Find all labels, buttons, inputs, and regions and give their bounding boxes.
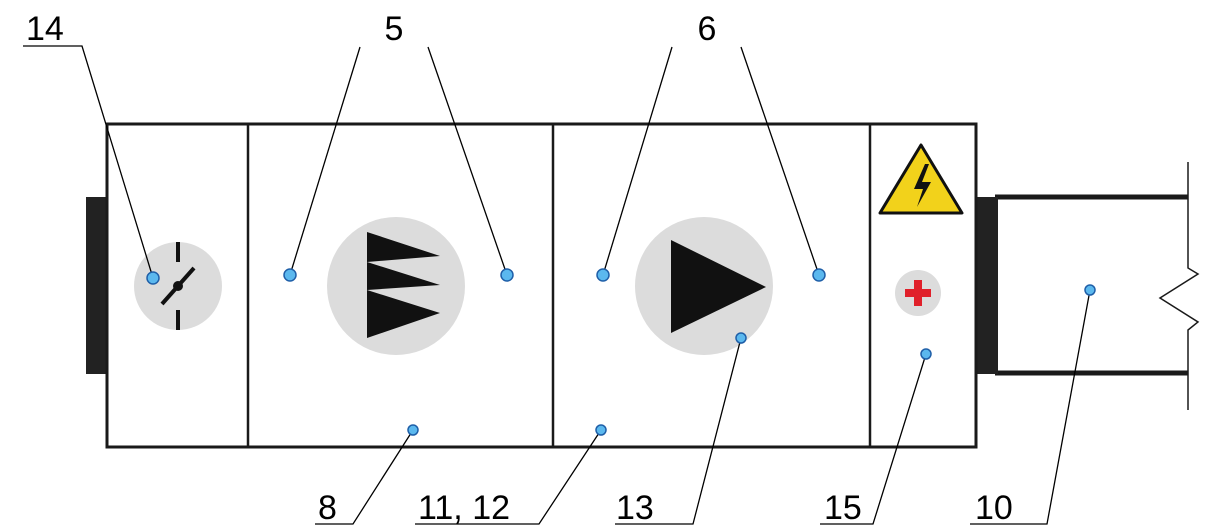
marker-fan-symbol bbox=[735, 332, 747, 344]
point-markers bbox=[146, 268, 1096, 436]
label-damper: 14 bbox=[26, 10, 64, 48]
electrical-warning-icon bbox=[878, 143, 964, 215]
damper-icon bbox=[134, 242, 222, 330]
outlet-duct bbox=[976, 162, 1200, 410]
marker-fan-left bbox=[596, 268, 610, 282]
inlet-flange bbox=[86, 197, 108, 374]
marker-duct bbox=[1084, 284, 1096, 296]
label-casing-filter: 8 bbox=[318, 489, 337, 527]
label-fan-symbol: 13 bbox=[616, 489, 654, 527]
marker-casing-filter bbox=[407, 424, 419, 436]
label-casing-fan: 11, 12 bbox=[418, 489, 510, 527]
marker-casing-fan bbox=[595, 424, 607, 436]
fan-icon bbox=[635, 217, 773, 355]
unit-casing bbox=[105, 122, 978, 449]
label-duct: 10 bbox=[975, 489, 1013, 527]
filter-icon bbox=[327, 217, 465, 355]
outlet-flange bbox=[976, 197, 998, 374]
label-heater: 15 bbox=[824, 489, 862, 527]
marker-fan-right bbox=[812, 268, 826, 282]
marker-filter-left bbox=[283, 268, 297, 282]
break-line-icon bbox=[1158, 162, 1200, 410]
label-fan: 6 bbox=[698, 10, 717, 48]
leader-lines bbox=[23, 45, 1091, 525]
heater-plus-icon bbox=[895, 270, 941, 316]
marker-filter-right bbox=[500, 268, 514, 282]
marker-damper bbox=[146, 271, 160, 285]
label-filter: 5 bbox=[385, 10, 404, 48]
marker-heater bbox=[920, 348, 932, 360]
